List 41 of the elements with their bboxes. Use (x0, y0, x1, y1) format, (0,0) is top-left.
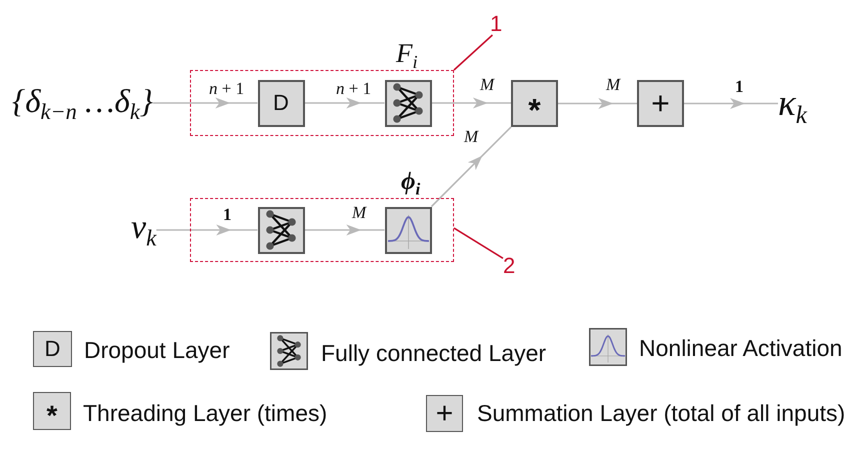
math-label: v$_{k}$ (131, 206, 156, 250)
edge-label: 1 (735, 78, 744, 95)
layer-box (637, 80, 684, 127)
arrow (684, 98, 778, 109)
arrow (152, 98, 258, 108)
edge-label: 1 (223, 206, 232, 223)
math-label: κ$_{k}$ (778, 82, 807, 126)
edge-label: M (464, 128, 478, 145)
callout-number: 1 (490, 13, 502, 35)
layer-box (511, 80, 558, 127)
arrow (156, 224, 258, 236)
arrow (304, 224, 384, 236)
layer-box (258, 80, 304, 126)
layer-box (258, 206, 304, 254)
edge-label: n + 1 (209, 80, 244, 97)
group-heading: F$_{i}$ (396, 37, 418, 70)
legend-text: Fully connected Layer (321, 342, 546, 365)
leader-line (454, 227, 504, 259)
layer-symbol: * (528, 98, 541, 124)
layer-symbol: + (651, 90, 670, 116)
edge-label: M (480, 76, 494, 93)
edge-label: M (352, 204, 366, 221)
layer-symbol: D (44, 340, 60, 358)
arrow (432, 98, 511, 108)
leader-line (453, 34, 493, 71)
legend-text: Dropout Layer (84, 339, 230, 362)
arrow (304, 98, 384, 108)
legend-text: Threading Layer (times) (83, 402, 328, 425)
arrow (430, 126, 512, 208)
edge-label: M (606, 76, 620, 93)
legend-text: Summation Layer (total of all inputs) (477, 402, 846, 425)
layer-symbol: + (436, 402, 454, 426)
math-label: {δ$_{k−n}$ …δ$_{k}$} (12, 80, 153, 124)
layer-box (384, 80, 432, 126)
layer-symbol: * (46, 404, 58, 428)
arrow (558, 98, 637, 109)
callout-number: 2 (503, 255, 516, 277)
layer-symbol: D (273, 94, 289, 112)
edge-label: n + 1 (336, 80, 372, 97)
legend-text: Nonlinear Activation (639, 337, 842, 360)
group-heading: ϕ$_{i}$ (401, 167, 420, 197)
